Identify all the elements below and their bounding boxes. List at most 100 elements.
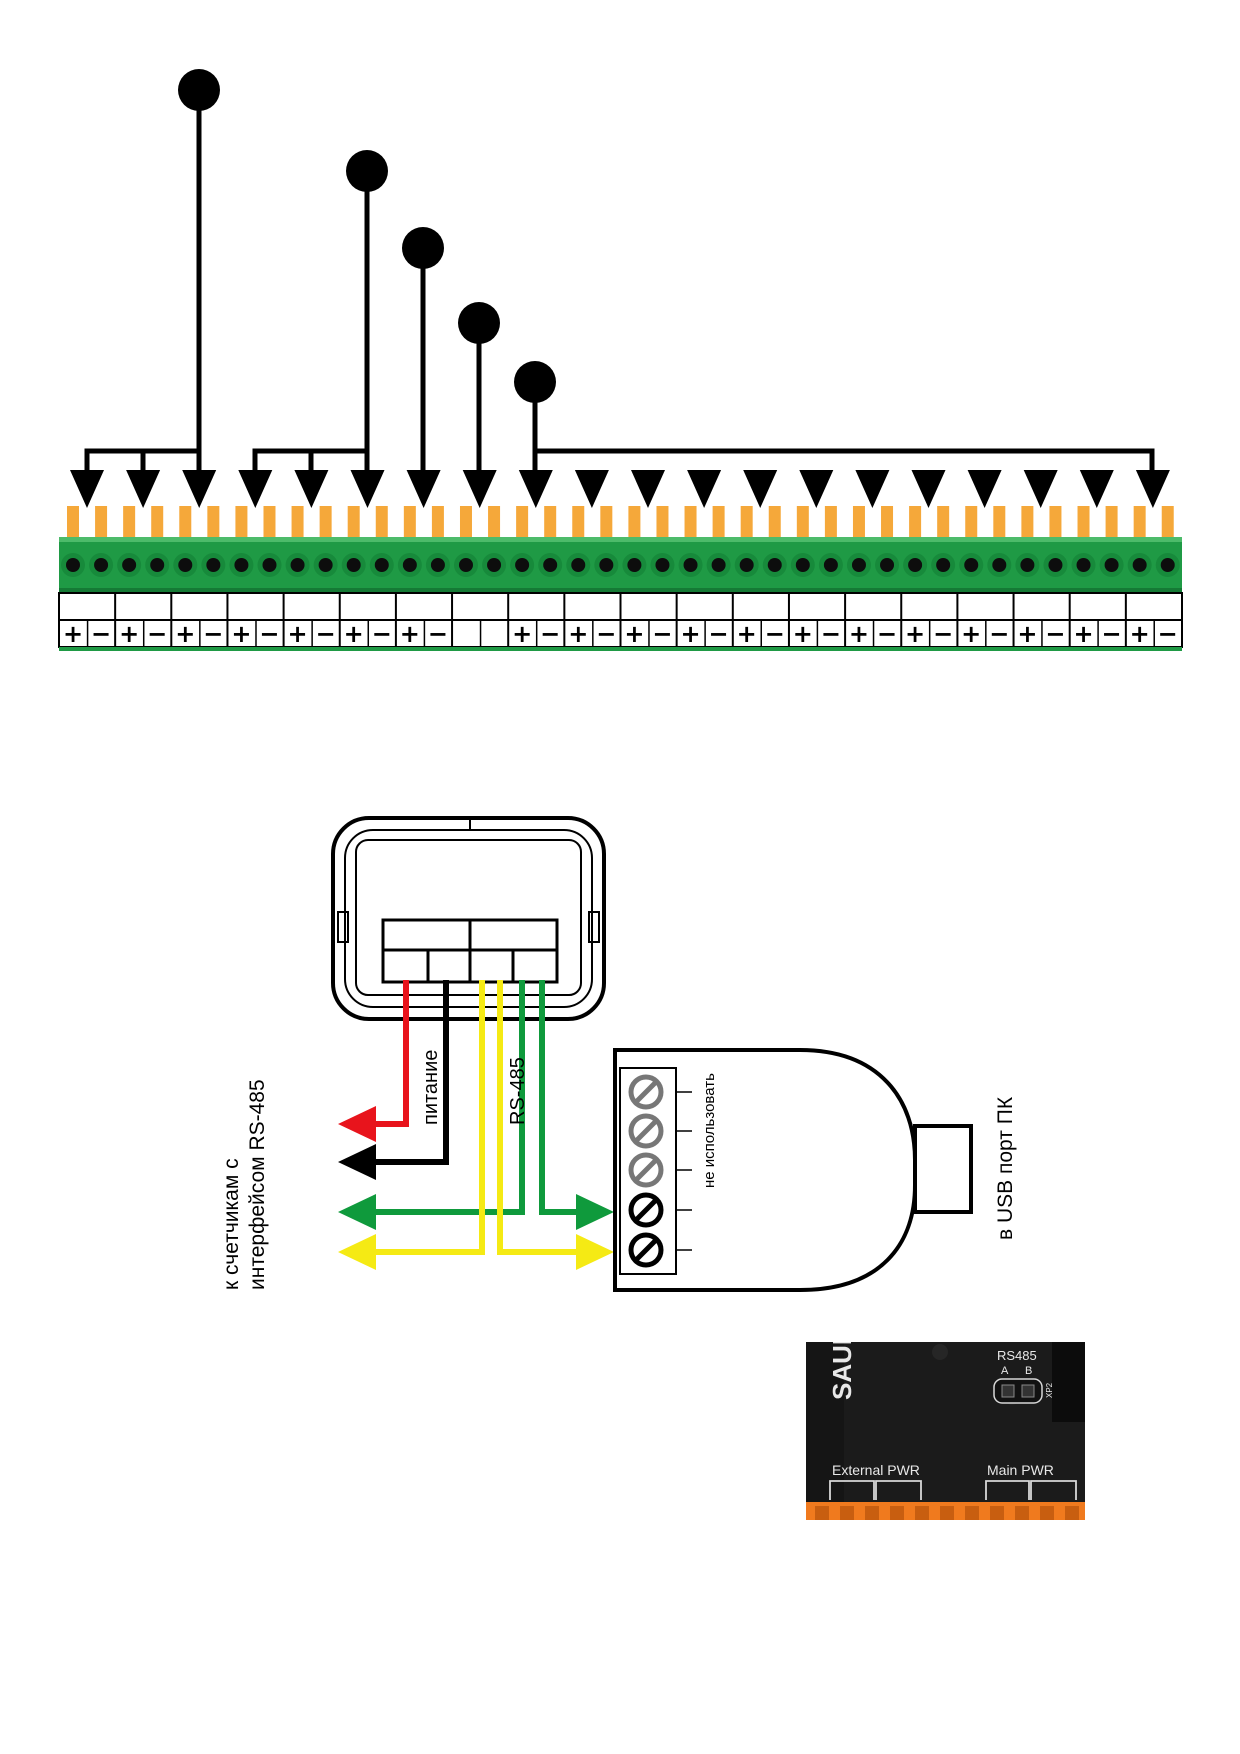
terminal-pin: [909, 506, 922, 538]
power-label: питание: [420, 1050, 442, 1125]
screw-hole: [1132, 558, 1147, 572]
screw-hole: [262, 558, 277, 572]
polarity-label: −: [203, 620, 223, 648]
screw-hole: [487, 558, 502, 572]
terminal-pin: [123, 506, 136, 538]
polarity-label: −: [765, 620, 785, 648]
polarity-label: −: [1158, 620, 1178, 648]
terminal-pin: [347, 506, 360, 538]
screw-hole: [711, 558, 726, 572]
arrow-head: [631, 470, 665, 508]
screw-hole: [571, 558, 586, 572]
rs485-wire-yellow: [338, 980, 614, 1270]
terminal-pins: [67, 506, 1174, 538]
screw-hole: [178, 558, 193, 572]
screw-hole: [823, 558, 838, 572]
terminal-pin: [375, 506, 388, 538]
terminal-pin: [431, 506, 444, 538]
screw-hole: [655, 558, 670, 572]
arrow-head: [1135, 470, 1170, 508]
terminal-pin: [1077, 506, 1090, 538]
terminal-pin: [796, 506, 809, 538]
terminal-pin: [740, 506, 753, 538]
terminal-pin: [544, 506, 557, 538]
arrow-head: [406, 470, 441, 508]
polarity-label: −: [989, 620, 1009, 648]
polarity-label: +: [512, 620, 532, 648]
polarity-label: −: [933, 620, 953, 648]
external-pwr-label: External PWR: [832, 1462, 920, 1478]
polarity-label: −: [428, 620, 448, 648]
screw-hole: [599, 558, 614, 572]
main-pwr-label: Main PWR: [987, 1462, 1054, 1478]
polarity-label: +: [1073, 620, 1093, 648]
terminal-pin: [768, 506, 781, 538]
screw-hole: [992, 558, 1007, 572]
usb-label: в USB порт ПК: [994, 1096, 1017, 1240]
terminal-pin: [459, 506, 472, 538]
screw-unused: [628, 1074, 692, 1110]
polarity-label: −: [821, 620, 841, 648]
arrow-head: [1079, 470, 1114, 508]
terminal-pin: [179, 506, 192, 538]
rs485-wire-green: [338, 980, 614, 1230]
screw-hole: [374, 558, 389, 572]
photo-pin: [865, 1506, 879, 1520]
screw-hole: [795, 558, 810, 572]
arrow-head: [518, 470, 553, 508]
pin-b-label: B: [1025, 1365, 1032, 1377]
screw-hole: [290, 558, 305, 572]
device-enclosure: [331, 816, 606, 1021]
terminal-pin: [684, 506, 697, 538]
polarity-label: +: [119, 620, 139, 648]
photo-pin: [990, 1506, 1004, 1520]
screw-hole: [1160, 558, 1175, 572]
terminal-pin: [291, 506, 304, 538]
polarity-label: −: [1045, 620, 1065, 648]
screw-hole: [964, 558, 979, 572]
screw-hole: [515, 558, 530, 572]
photo-pin: [1065, 1506, 1079, 1520]
polarity-label: +: [793, 620, 813, 648]
screw-hole: [94, 558, 109, 572]
screw-hole: [1076, 558, 1091, 572]
arrow-head: [350, 470, 385, 508]
terminal-pin: [516, 506, 529, 538]
arrow-head: [911, 470, 946, 508]
photo-pin: [915, 1506, 929, 1520]
terminal-pin: [263, 506, 276, 538]
unused-label: не использовать: [701, 1073, 718, 1188]
arrow-head: [1023, 470, 1058, 508]
terminal-pin: [600, 506, 613, 538]
jumper-header: [993, 1378, 1043, 1404]
arrow-head: [294, 470, 329, 508]
polarity-label: +: [737, 620, 757, 648]
terminal-pin: [151, 506, 164, 538]
screw-hole: [767, 558, 782, 572]
screw-hole: [458, 558, 473, 572]
power-arrow-black: [338, 1144, 376, 1180]
usb-rs485-converter: [613, 1048, 973, 1292]
polarity-label: +: [568, 620, 588, 648]
polarity-label: +: [288, 620, 308, 648]
screw-hole: [234, 558, 249, 572]
polarity-label: +: [63, 620, 83, 648]
arrow-head: [743, 470, 778, 508]
photo-pin: [840, 1506, 854, 1520]
screw-hole: [683, 558, 698, 572]
terminal-body: [59, 537, 1182, 593]
polarity-label: +: [1130, 620, 1150, 648]
arrow-head: [574, 470, 609, 508]
terminal-pin: [881, 506, 894, 538]
meters-label-line2: интерфейсом RS-485: [246, 1079, 269, 1290]
photo-pin: [965, 1506, 979, 1520]
terminal-pin: [1133, 506, 1146, 538]
screw-hole: [402, 558, 417, 572]
power-wire-black: [352, 980, 449, 1165]
label-dividers: [86, 593, 1155, 647]
polarity-label: +: [624, 620, 644, 648]
photo-pin: [1040, 1506, 1054, 1520]
terminal-pin: [319, 506, 332, 538]
distribution-arrows: [70, 470, 1170, 508]
